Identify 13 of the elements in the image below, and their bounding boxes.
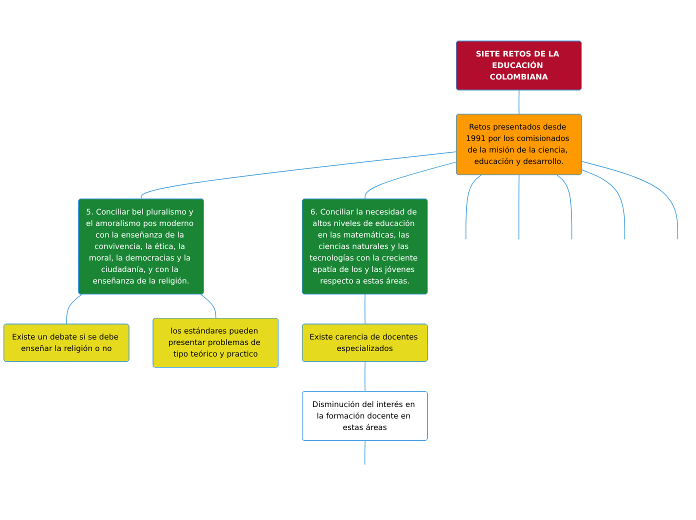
connector [364,361,366,392]
connector [364,440,366,465]
connector [364,162,457,200]
connector [518,174,520,240]
connector [581,161,678,240]
connector [66,294,82,325]
connector [364,294,366,325]
connector [140,151,457,200]
connector [556,174,572,240]
connector [200,294,216,319]
connector [581,169,626,240]
connector [518,90,520,115]
connector [466,174,482,240]
